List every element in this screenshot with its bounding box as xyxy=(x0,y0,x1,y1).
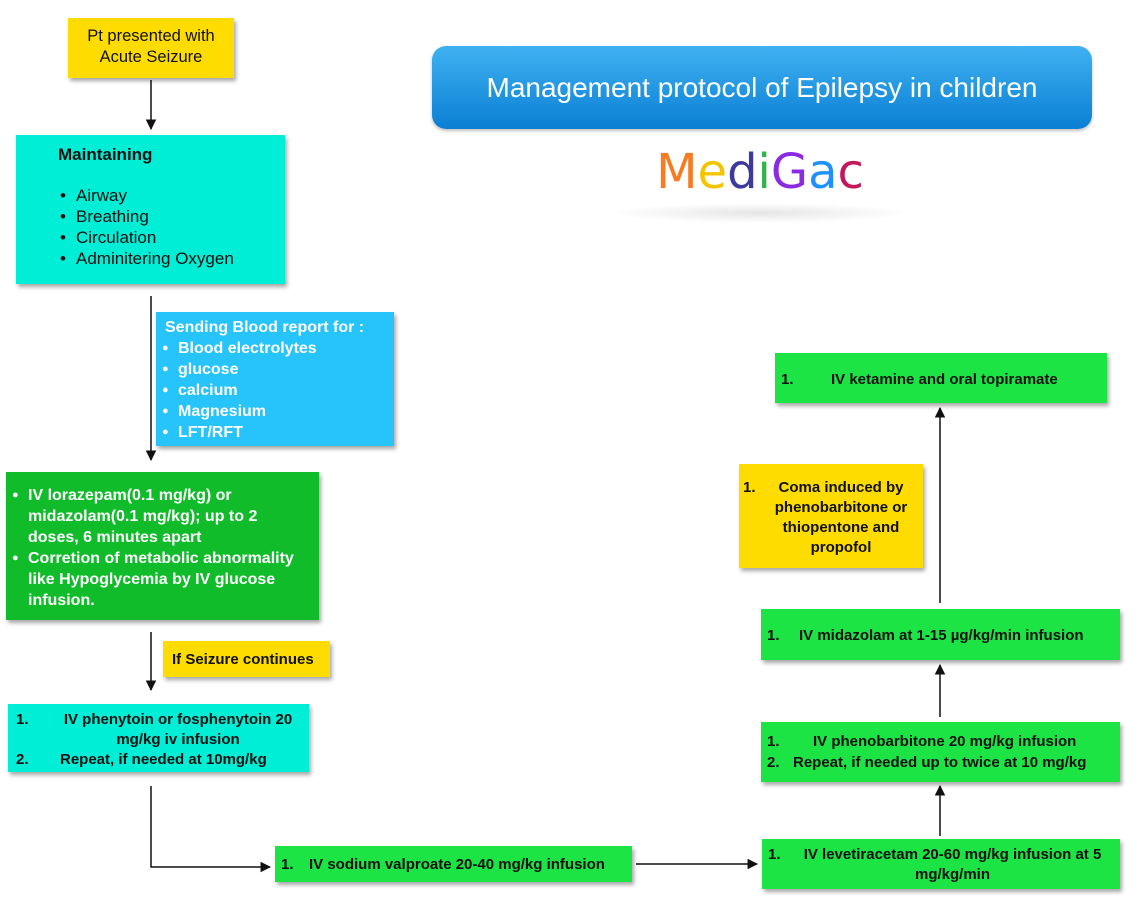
list-item: Blood electrolytes xyxy=(156,338,394,359)
list-item: Circulation xyxy=(58,227,285,248)
node-maintaining: Maintaining Airway Breathing Circulation… xyxy=(16,135,285,284)
node-if-seizure-continues: If Seizure continues xyxy=(163,641,330,677)
list-item: LFT/RFT xyxy=(156,422,394,443)
item-number: 1. xyxy=(767,627,780,644)
node-levetiracetam: 1. IV levetiracetam 20-60 mg/kg infusion… xyxy=(762,839,1120,889)
node-phenytoin: 1. IV phenytoin or fosphenytoin 20 mg/kg… xyxy=(8,704,309,772)
logo-letter: i xyxy=(757,144,771,200)
logo-letter: G xyxy=(770,144,809,200)
node-phenobarbitone: 1. IV phenobarbitone 20 mg/kg infusion 2… xyxy=(761,722,1120,782)
node-lorazepam: IV lorazepam(0.1 mg/kg) or midazolam(0.1… xyxy=(6,472,319,620)
logo-letter: c xyxy=(837,144,864,200)
list-item: IV lorazepam(0.1 mg/kg) or midazolam(0.1… xyxy=(6,485,311,548)
node-phenobarbitone-item-1: IV phenobarbitone 20 mg/kg infusion xyxy=(813,733,1077,750)
node-valproate: 1. IV sodium valproate 20-40 mg/kg infus… xyxy=(275,846,632,882)
item-number: 1. xyxy=(768,846,781,863)
node-midazolam-text: IV midazolam at 1-15 µg/kg/min infusion xyxy=(799,627,1084,644)
node-valproate-text: IV sodium valproate 20-40 mg/kg infusion xyxy=(309,856,605,873)
node-phenobarbitone-item-2: Repeat, if needed up to twice at 10 mg/k… xyxy=(793,754,1087,771)
node-presented: Pt presented with Acute Seizure xyxy=(68,18,234,78)
list-item: Magnesium xyxy=(156,401,394,422)
list-item: glucose xyxy=(156,359,394,380)
item-number: 1. xyxy=(743,479,756,496)
node-lorazepam-list: IV lorazepam(0.1 mg/kg) or midazolam(0.1… xyxy=(6,485,311,611)
arrow-phenytoin-to-valproate xyxy=(150,786,272,873)
logo-letter: e xyxy=(697,144,728,200)
title-banner: Management protocol of Epilepsy in child… xyxy=(432,46,1092,129)
item-number: 1. xyxy=(16,711,29,728)
node-blood-heading: Sending Blood report for : xyxy=(165,319,365,336)
logo-letter: a xyxy=(808,144,838,200)
item-number: 1. xyxy=(781,371,794,388)
medigac-logo: MediGac xyxy=(600,142,920,202)
node-coma-induced: 1. Coma induced by phenobarbitone or thi… xyxy=(739,464,923,568)
node-presented-text: Pt presented with Acute Seizure xyxy=(87,27,215,66)
node-maintaining-heading: Maintaining xyxy=(58,145,153,164)
node-phenytoin-item-1: IV phenytoin or fosphenytoin 20 mg/kg iv… xyxy=(63,711,293,748)
list-item: calcium xyxy=(156,380,394,401)
page-title: Management protocol of Epilepsy in child… xyxy=(486,72,1038,103)
list-item: Airway xyxy=(58,185,285,206)
item-number: 2. xyxy=(767,754,780,771)
node-ketamine: 1. IV ketamine and oral topiramate xyxy=(775,353,1107,403)
node-blood-report: Sending Blood report for : Blood electro… xyxy=(156,312,394,446)
node-phenytoin-item-2: Repeat, if needed at 10mg/kg xyxy=(60,751,267,768)
list-item: Corretion of metabolic abnormality like … xyxy=(6,548,311,611)
node-levetiracetam-text: IV levetiracetam 20-60 mg/kg infusion at… xyxy=(803,846,1102,883)
node-coma-text: Coma induced by phenobarbitone or thiope… xyxy=(774,479,908,556)
item-number: 1. xyxy=(767,733,780,750)
node-ketamine-text: IV ketamine and oral topiramate xyxy=(831,371,1058,388)
item-number: 2. xyxy=(16,751,29,768)
logo-letter: d xyxy=(727,144,758,200)
node-if-continues-text: If Seizure continues xyxy=(172,651,314,668)
logo-letter: M xyxy=(656,144,698,200)
item-number: 1. xyxy=(281,856,294,873)
list-item: Breathing xyxy=(58,206,285,227)
node-midazolam: 1. IV midazolam at 1-15 µg/kg/min infusi… xyxy=(761,609,1120,660)
node-blood-list: Blood electrolytes glucose calcium Magne… xyxy=(156,338,394,443)
list-item: Adminitering Oxygen xyxy=(58,248,285,269)
node-maintaining-list: Airway Breathing Circulation Adminiterin… xyxy=(58,185,285,269)
logo-shadow xyxy=(610,203,910,223)
